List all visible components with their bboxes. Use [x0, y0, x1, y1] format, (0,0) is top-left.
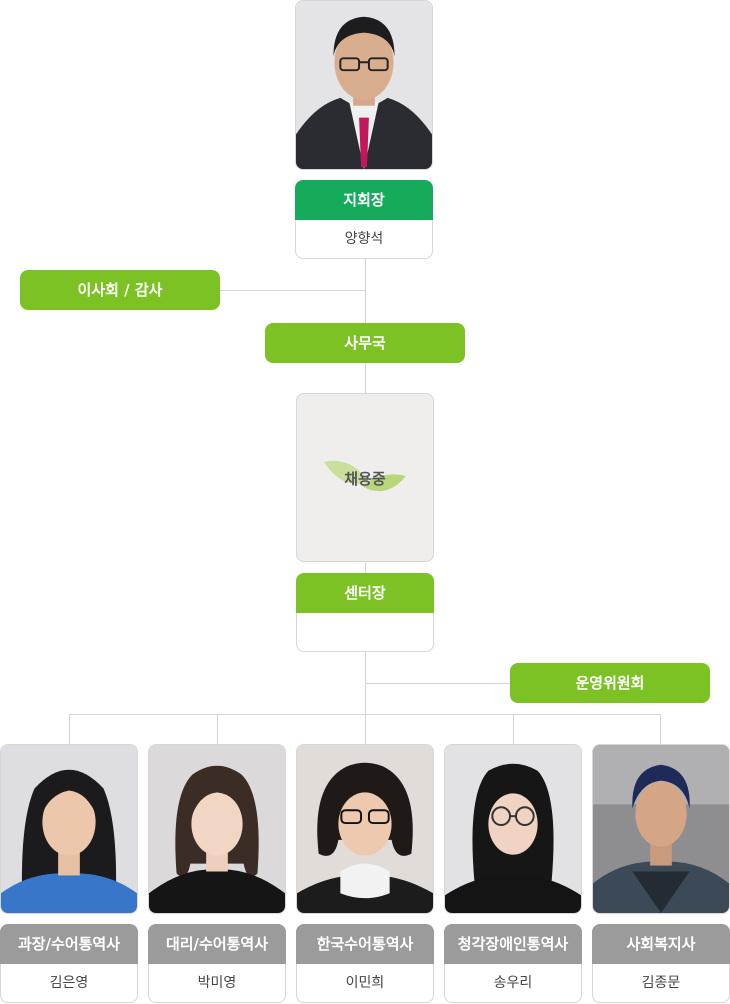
staff-name: 박미영 [148, 964, 286, 1003]
staff-card: 사회복지사 김종문 [592, 744, 730, 1004]
staff-title: 과장/수어통역사 [0, 924, 138, 964]
staff-title: 대리/수어통역사 [148, 924, 286, 964]
center-title: 센터장 [296, 573, 434, 613]
staff-photo [592, 744, 730, 914]
staff-card: 청각장애인통역사 송우리 [444, 744, 582, 1004]
staff-name: 이민희 [296, 964, 434, 1003]
connector-staff-2 [217, 714, 218, 744]
connector-staff-bus [69, 714, 661, 715]
staff-name: 김종문 [592, 964, 730, 1003]
connector-center-down [365, 652, 366, 744]
staff-photo [0, 744, 138, 914]
staff-photo [444, 744, 582, 914]
staff-photo [296, 744, 434, 914]
vacancy-placeholder: 채용중 [296, 393, 434, 562]
connector-staff-4 [513, 714, 514, 744]
staff-card: 과장/수어통역사 김은영 [0, 744, 138, 1004]
leaf-icon [324, 460, 406, 492]
staff-name: 김은영 [0, 964, 138, 1003]
connector-office-down [365, 362, 366, 393]
connector-vacancy-down [365, 562, 366, 573]
vacancy-text: 채용중 [344, 470, 386, 488]
committee-button[interactable]: 운영위원회 [510, 663, 710, 703]
staff-title: 사회복지사 [592, 924, 730, 964]
center-card: 센터장 [296, 573, 434, 653]
staff-photo [148, 744, 286, 914]
connector-board [220, 290, 366, 291]
staff-card: 한국수어통역사 이민희 [296, 744, 434, 1004]
staff-title: 한국수어통역사 [296, 924, 434, 964]
head-card: 지회장 양향석 [295, 0, 433, 260]
staff-name: 송우리 [444, 964, 582, 1003]
head-name: 양향석 [295, 220, 433, 259]
staff-card: 대리/수어통역사 박미영 [148, 744, 286, 1004]
connector-staff-5 [660, 714, 661, 744]
board-audit-button[interactable]: 이사회 / 감사 [20, 270, 220, 310]
connector-staff-1 [69, 714, 70, 744]
office-button[interactable]: 사무국 [265, 323, 465, 363]
center-name [296, 613, 434, 652]
staff-title: 청각장애인통역사 [444, 924, 582, 964]
connector-committee [365, 683, 511, 684]
head-photo [295, 0, 433, 170]
head-title: 지회장 [295, 180, 433, 220]
connector-head-down [365, 259, 366, 323]
